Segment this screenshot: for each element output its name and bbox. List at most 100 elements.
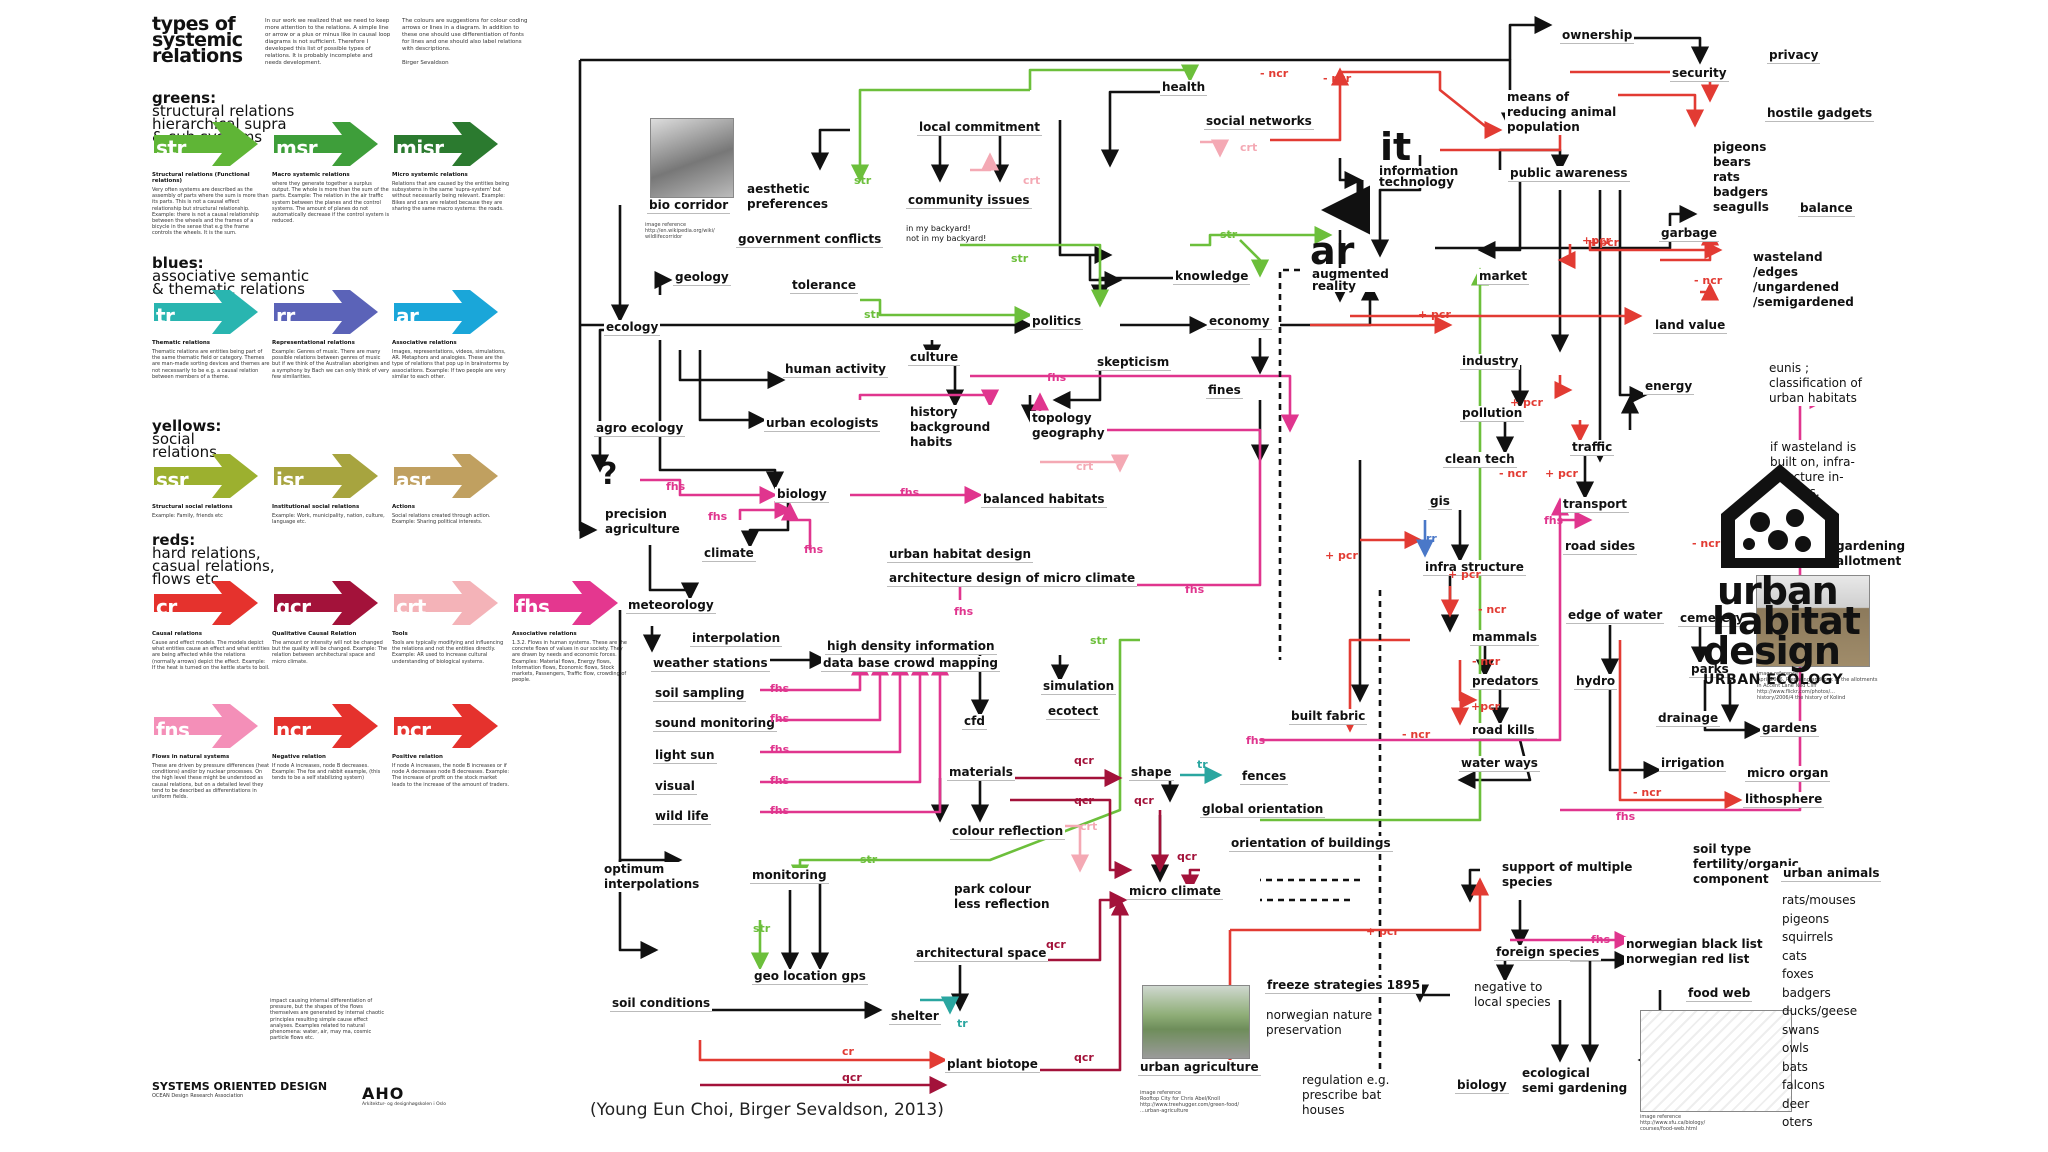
relation-link	[618, 610, 659, 960]
arrow-misr-icon	[394, 122, 498, 166]
relation-tag: fhs	[1047, 371, 1067, 384]
relation-tag: qcr	[1074, 794, 1094, 807]
arrow-relation-name: Tools	[392, 631, 408, 637]
relation-link	[920, 996, 960, 1015]
arrow-code-label: ssr	[156, 468, 189, 492]
node-crowd: data base crowd mapping	[821, 656, 1001, 672]
node-norw-nature: norwegian nature preservation	[1264, 1008, 1375, 1038]
node-plant-biotope: plant biotope	[945, 1057, 1040, 1073]
node-infra: infra structure	[1423, 560, 1526, 576]
relation-link	[1588, 240, 1723, 260]
arrow-qcr-icon	[274, 581, 378, 625]
relation-link	[578, 60, 598, 540]
relation-link	[760, 657, 890, 722]
node-ecotect: ecotect	[1046, 704, 1101, 720]
arrow-relation-description: where they generate together a surplus o…	[272, 181, 390, 225]
it-to-ar-arrow	[1321, 180, 1370, 235]
arrow-relation-name: Associative relations	[512, 631, 577, 637]
relation-tag: str	[854, 174, 872, 187]
node-geo-gps: geo location gps	[752, 969, 868, 985]
relation-link	[780, 502, 812, 550]
legend-group-reds: reds:hard relations, casual relations, f…	[152, 533, 275, 587]
node-micro-organ: micro organ	[1745, 766, 1831, 782]
relation-tag: qcr	[1177, 850, 1197, 863]
relation-link	[1435, 204, 1698, 250]
relation-tag: cr	[842, 1045, 854, 1058]
relation-tag: qcr	[1046, 938, 1066, 951]
legend-title: types of systemic relations	[152, 13, 243, 67]
node-orient-build: orientation of buildings	[1229, 836, 1393, 852]
legend-group-yellows: yellows:social relations	[152, 417, 222, 460]
node-soil-type: soil type fertility/organic component	[1691, 842, 1801, 887]
node-edge-water: edge of water	[1566, 608, 1665, 624]
relation-link	[1088, 256, 1123, 290]
relation-tag: tr	[957, 1017, 968, 1030]
node-support-species: support of multiple species	[1500, 860, 1635, 890]
node-arch-micro: architecture design of micro climate	[887, 571, 1138, 587]
relation-tag: tr	[1197, 758, 1208, 771]
arrow-code-label: crt	[396, 595, 426, 619]
relation-tag: + pcr	[1366, 925, 1399, 938]
urban-agriculture-reference: image reference Rooftop City for Chris A…	[1140, 1090, 1240, 1114]
node-soil-sampling: soil sampling	[653, 686, 747, 702]
relation-link	[960, 243, 1110, 308]
logo-word-urban: urban	[1717, 569, 1839, 613]
node-arch-space: architectural space	[914, 946, 1049, 962]
legend-group-heading: yellows:	[152, 417, 222, 435]
node-drainage: drainage	[1656, 711, 1721, 727]
node-biology: biology	[775, 487, 829, 503]
relation-link	[738, 500, 793, 520]
arrow-fns-icon	[154, 704, 258, 748]
node-economy: economy	[1207, 314, 1272, 330]
relation-link	[860, 298, 1033, 325]
node-urban-ecologists: urban ecologists	[764, 416, 881, 432]
relation-link	[1010, 897, 1130, 1072]
arrow-ssr-icon	[154, 454, 258, 498]
node-gardening-allot: gardening allotment	[1834, 539, 1908, 569]
relation-link	[1508, 15, 1553, 60]
arrow-relation-name: Structural social relations	[152, 504, 233, 510]
relation-tag: + pcr	[1510, 396, 1543, 409]
relation-tag: fhs	[1185, 583, 1205, 596]
node-shape: shape	[1129, 765, 1174, 781]
relation-link	[1457, 739, 1532, 790]
node-wild-life: wild life	[653, 809, 711, 825]
relation-link	[1100, 90, 1160, 168]
relation-tag: fhs	[1616, 810, 1636, 823]
arrow-relation-name: Causal relations	[152, 631, 202, 637]
relation-link	[1618, 640, 1743, 810]
node-public-awareness: public awareness	[1508, 166, 1630, 182]
relation-link	[678, 350, 786, 390]
arrow-relation-description: If node A increases, the node B increase…	[392, 763, 510, 788]
node-ownership: ownership	[1560, 28, 1635, 44]
urban-agriculture-photo	[1142, 985, 1250, 1059]
relation-link	[1239, 239, 1270, 278]
relation-tag: str	[1220, 228, 1238, 241]
relation-link	[1618, 190, 1648, 405]
relation-link	[1028, 64, 1200, 90]
node-global-orient: global orientation	[1200, 802, 1326, 818]
arrow-code-label: tr	[156, 304, 175, 328]
garden-reference: image reference April 2006, Preparing an…	[1757, 671, 1878, 701]
relation-link	[1557, 244, 1576, 270]
arrow-relation-description: 1.3.2. Flows in human systems. These are…	[512, 640, 627, 684]
arrow-relation-description: The amount or intensity will not be chan…	[272, 640, 388, 665]
node-garbage: garbage	[1659, 226, 1720, 242]
node-fences: fences	[1240, 769, 1289, 785]
legend-impact-note: impact causing internal differentiation …	[270, 998, 385, 1042]
node-simulation: simulation	[1041, 679, 1117, 695]
relation-tag: + pcr	[1418, 308, 1451, 321]
node-foreign-species: foreign species	[1494, 945, 1602, 961]
arrow-relation-description: If node A increases, node B decreases. E…	[272, 763, 381, 782]
arrow-code-label: misr	[396, 136, 444, 160]
arrow-code-label: qcr	[276, 595, 311, 619]
node-park-colour: park colour less reflection	[952, 882, 1052, 912]
node-local-commitment: local commitment	[917, 120, 1042, 136]
urban-habitat-design-logo: urban habitat design URBAN ECOLOGY	[1703, 460, 1865, 688]
arrow-crt-icon	[394, 581, 498, 625]
